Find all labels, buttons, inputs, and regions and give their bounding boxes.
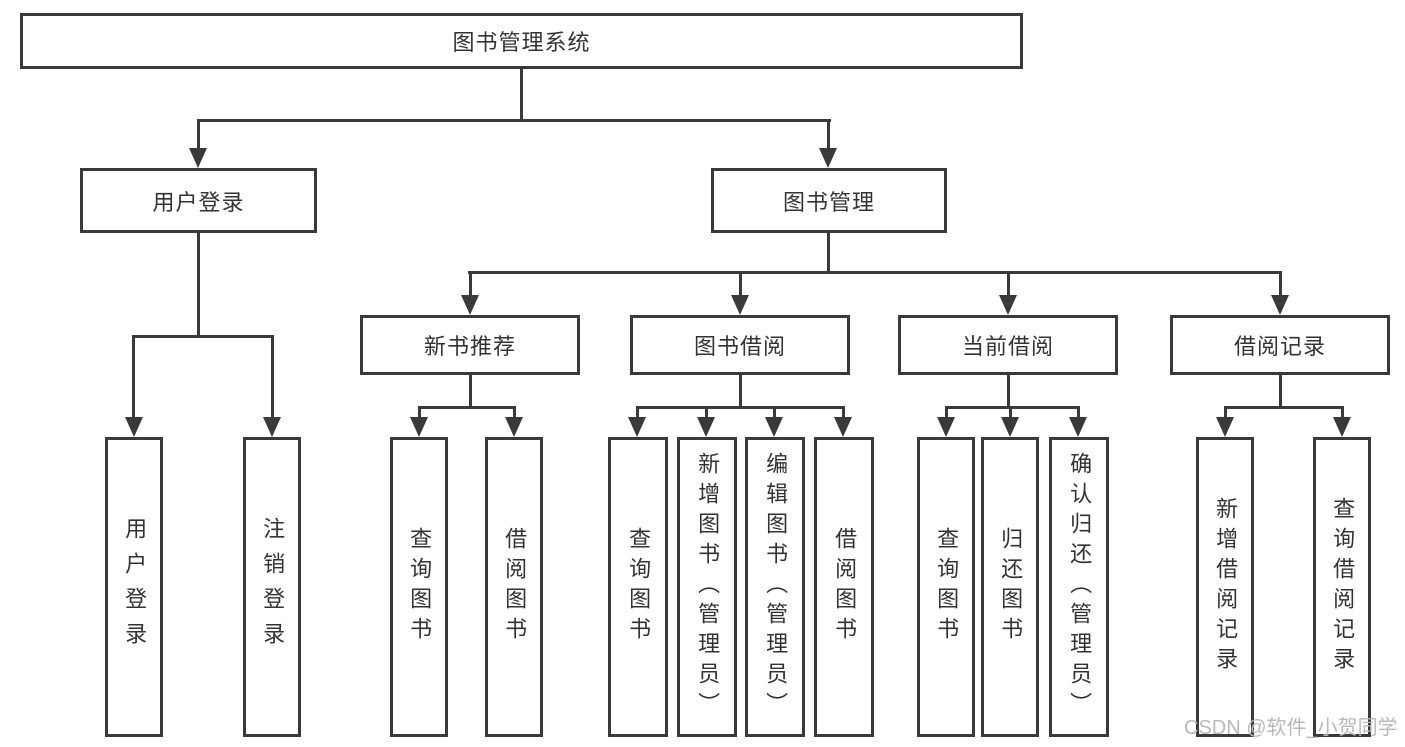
leaf-query-books-current-label: 查询图书: [934, 527, 960, 647]
connector-line: [704, 406, 708, 418]
connector-line: [197, 119, 831, 122]
connector-line: [944, 406, 948, 418]
arrow-down-icon: [1333, 417, 1351, 437]
node-current-borrowing-label: 当前借阅: [961, 334, 1054, 359]
arrow-down-icon: [1001, 417, 1019, 437]
leaf-confirm-return-admin-label: 确认归还（管理员）: [1067, 452, 1093, 722]
connector-line: [1008, 406, 1012, 418]
leaf-return-books-label: 归还图书: [998, 527, 1024, 647]
leaf-logout-label: 注销登录: [260, 517, 286, 657]
node-book-management: 图书管理: [711, 168, 947, 233]
connector-line: [520, 69, 523, 121]
arrow-down-icon: [1271, 295, 1289, 315]
arrow-down-icon: [765, 417, 783, 437]
node-book-borrowing: 图书借阅: [630, 315, 850, 375]
arrow-down-icon: [999, 295, 1017, 315]
arrow-down-icon: [731, 295, 749, 315]
node-user-login: 用户登录: [80, 168, 317, 233]
connector-line: [132, 335, 135, 417]
connector-line: [1278, 271, 1282, 295]
connector-line: [1006, 271, 1010, 295]
node-book-borrowing-label: 图书借阅: [693, 334, 786, 359]
leaf-query-books-borrowing-label: 查询图书: [626, 527, 652, 647]
arrow-down-icon: [937, 417, 955, 437]
leaf-user-login: 用户登录: [105, 437, 163, 737]
connector-line: [827, 119, 830, 148]
connector-line: [635, 406, 845, 409]
leaf-add-book-admin-label: 新增图书（管理员）: [695, 452, 721, 722]
arrow-down-icon: [819, 148, 837, 168]
leaf-user-login-label: 用户登录: [122, 517, 148, 657]
connector-line: [417, 406, 421, 418]
leaf-add-borrow-record: 新增借阅记录: [1196, 437, 1254, 737]
connector-line: [1223, 406, 1227, 418]
connector-line: [197, 233, 200, 338]
node-borrowing-records: 借阅记录: [1170, 315, 1390, 375]
connector-line: [827, 233, 830, 274]
connector-line: [468, 271, 1282, 274]
node-library-system: 图书管理系统: [20, 13, 1023, 69]
connector-line: [1223, 406, 1344, 409]
node-library-system-label: 图书管理系统: [452, 30, 591, 55]
arrow-down-icon: [834, 417, 852, 437]
leaf-add-borrow-record-label: 新增借阅记录: [1213, 497, 1239, 677]
arrow-down-icon: [410, 417, 428, 437]
leaf-borrow-books-recommend: 借阅图书: [485, 437, 543, 737]
connector-line: [1076, 406, 1080, 418]
leaf-query-books-recommend-label: 查询图书: [407, 527, 433, 647]
connector-line: [417, 406, 516, 409]
leaf-borrow-books-borrowing: 借阅图书: [814, 437, 874, 737]
connector-line: [512, 406, 516, 418]
leaf-query-books-borrowing: 查询图书: [608, 437, 668, 737]
connector-line: [841, 406, 845, 418]
connector-line: [944, 406, 1080, 409]
node-borrowing-records-label: 借阅记录: [1233, 334, 1326, 359]
watermark: CSDN @软件_小贺同学: [1184, 717, 1398, 739]
node-current-borrowing: 当前借阅: [898, 315, 1118, 375]
connector-line: [1278, 375, 1282, 409]
leaf-logout: 注销登录: [243, 437, 301, 737]
connector-line: [1006, 375, 1010, 409]
connector-line: [132, 335, 274, 338]
arrow-down-icon: [505, 417, 523, 437]
connector-line: [271, 335, 274, 417]
connector-line: [197, 119, 200, 148]
connector-line: [738, 375, 742, 409]
leaf-add-book-admin: 新增图书（管理员）: [677, 437, 737, 737]
arrow-down-icon: [461, 295, 479, 315]
arrow-down-icon: [1216, 417, 1234, 437]
arrow-down-icon: [263, 417, 281, 437]
leaf-edit-book-admin: 编辑图书（管理员）: [745, 437, 805, 737]
connector-line: [468, 375, 472, 409]
arrow-down-icon: [125, 417, 143, 437]
node-new-book-recommend-label: 新书推荐: [423, 334, 516, 359]
leaf-query-books-recommend: 查询图书: [390, 437, 448, 737]
leaf-borrow-books-recommend-label: 借阅图书: [502, 527, 528, 647]
arrow-down-icon: [628, 417, 646, 437]
connector-line: [738, 271, 742, 295]
leaf-borrow-books-borrowing-label: 借阅图书: [832, 527, 858, 647]
leaf-query-borrow-record: 查询借阅记录: [1313, 437, 1371, 737]
node-user-login-label: 用户登录: [152, 189, 245, 215]
node-new-book-recommend: 新书推荐: [360, 315, 580, 375]
connector-line: [635, 406, 639, 418]
connector-line: [1340, 406, 1344, 418]
arrow-down-icon: [697, 417, 715, 437]
leaf-query-books-current: 查询图书: [917, 437, 975, 737]
connector-line: [772, 406, 776, 418]
leaf-edit-book-admin-label: 编辑图书（管理员）: [763, 452, 789, 722]
leaf-confirm-return-admin: 确认归还（管理员）: [1049, 437, 1109, 737]
arrow-down-icon: [189, 148, 207, 168]
arrow-down-icon: [1069, 417, 1087, 437]
node-book-management-label: 图书管理: [782, 189, 875, 215]
leaf-return-books: 归还图书: [981, 437, 1039, 737]
connector-line: [468, 271, 472, 295]
leaf-query-borrow-record-label: 查询借阅记录: [1330, 497, 1356, 677]
